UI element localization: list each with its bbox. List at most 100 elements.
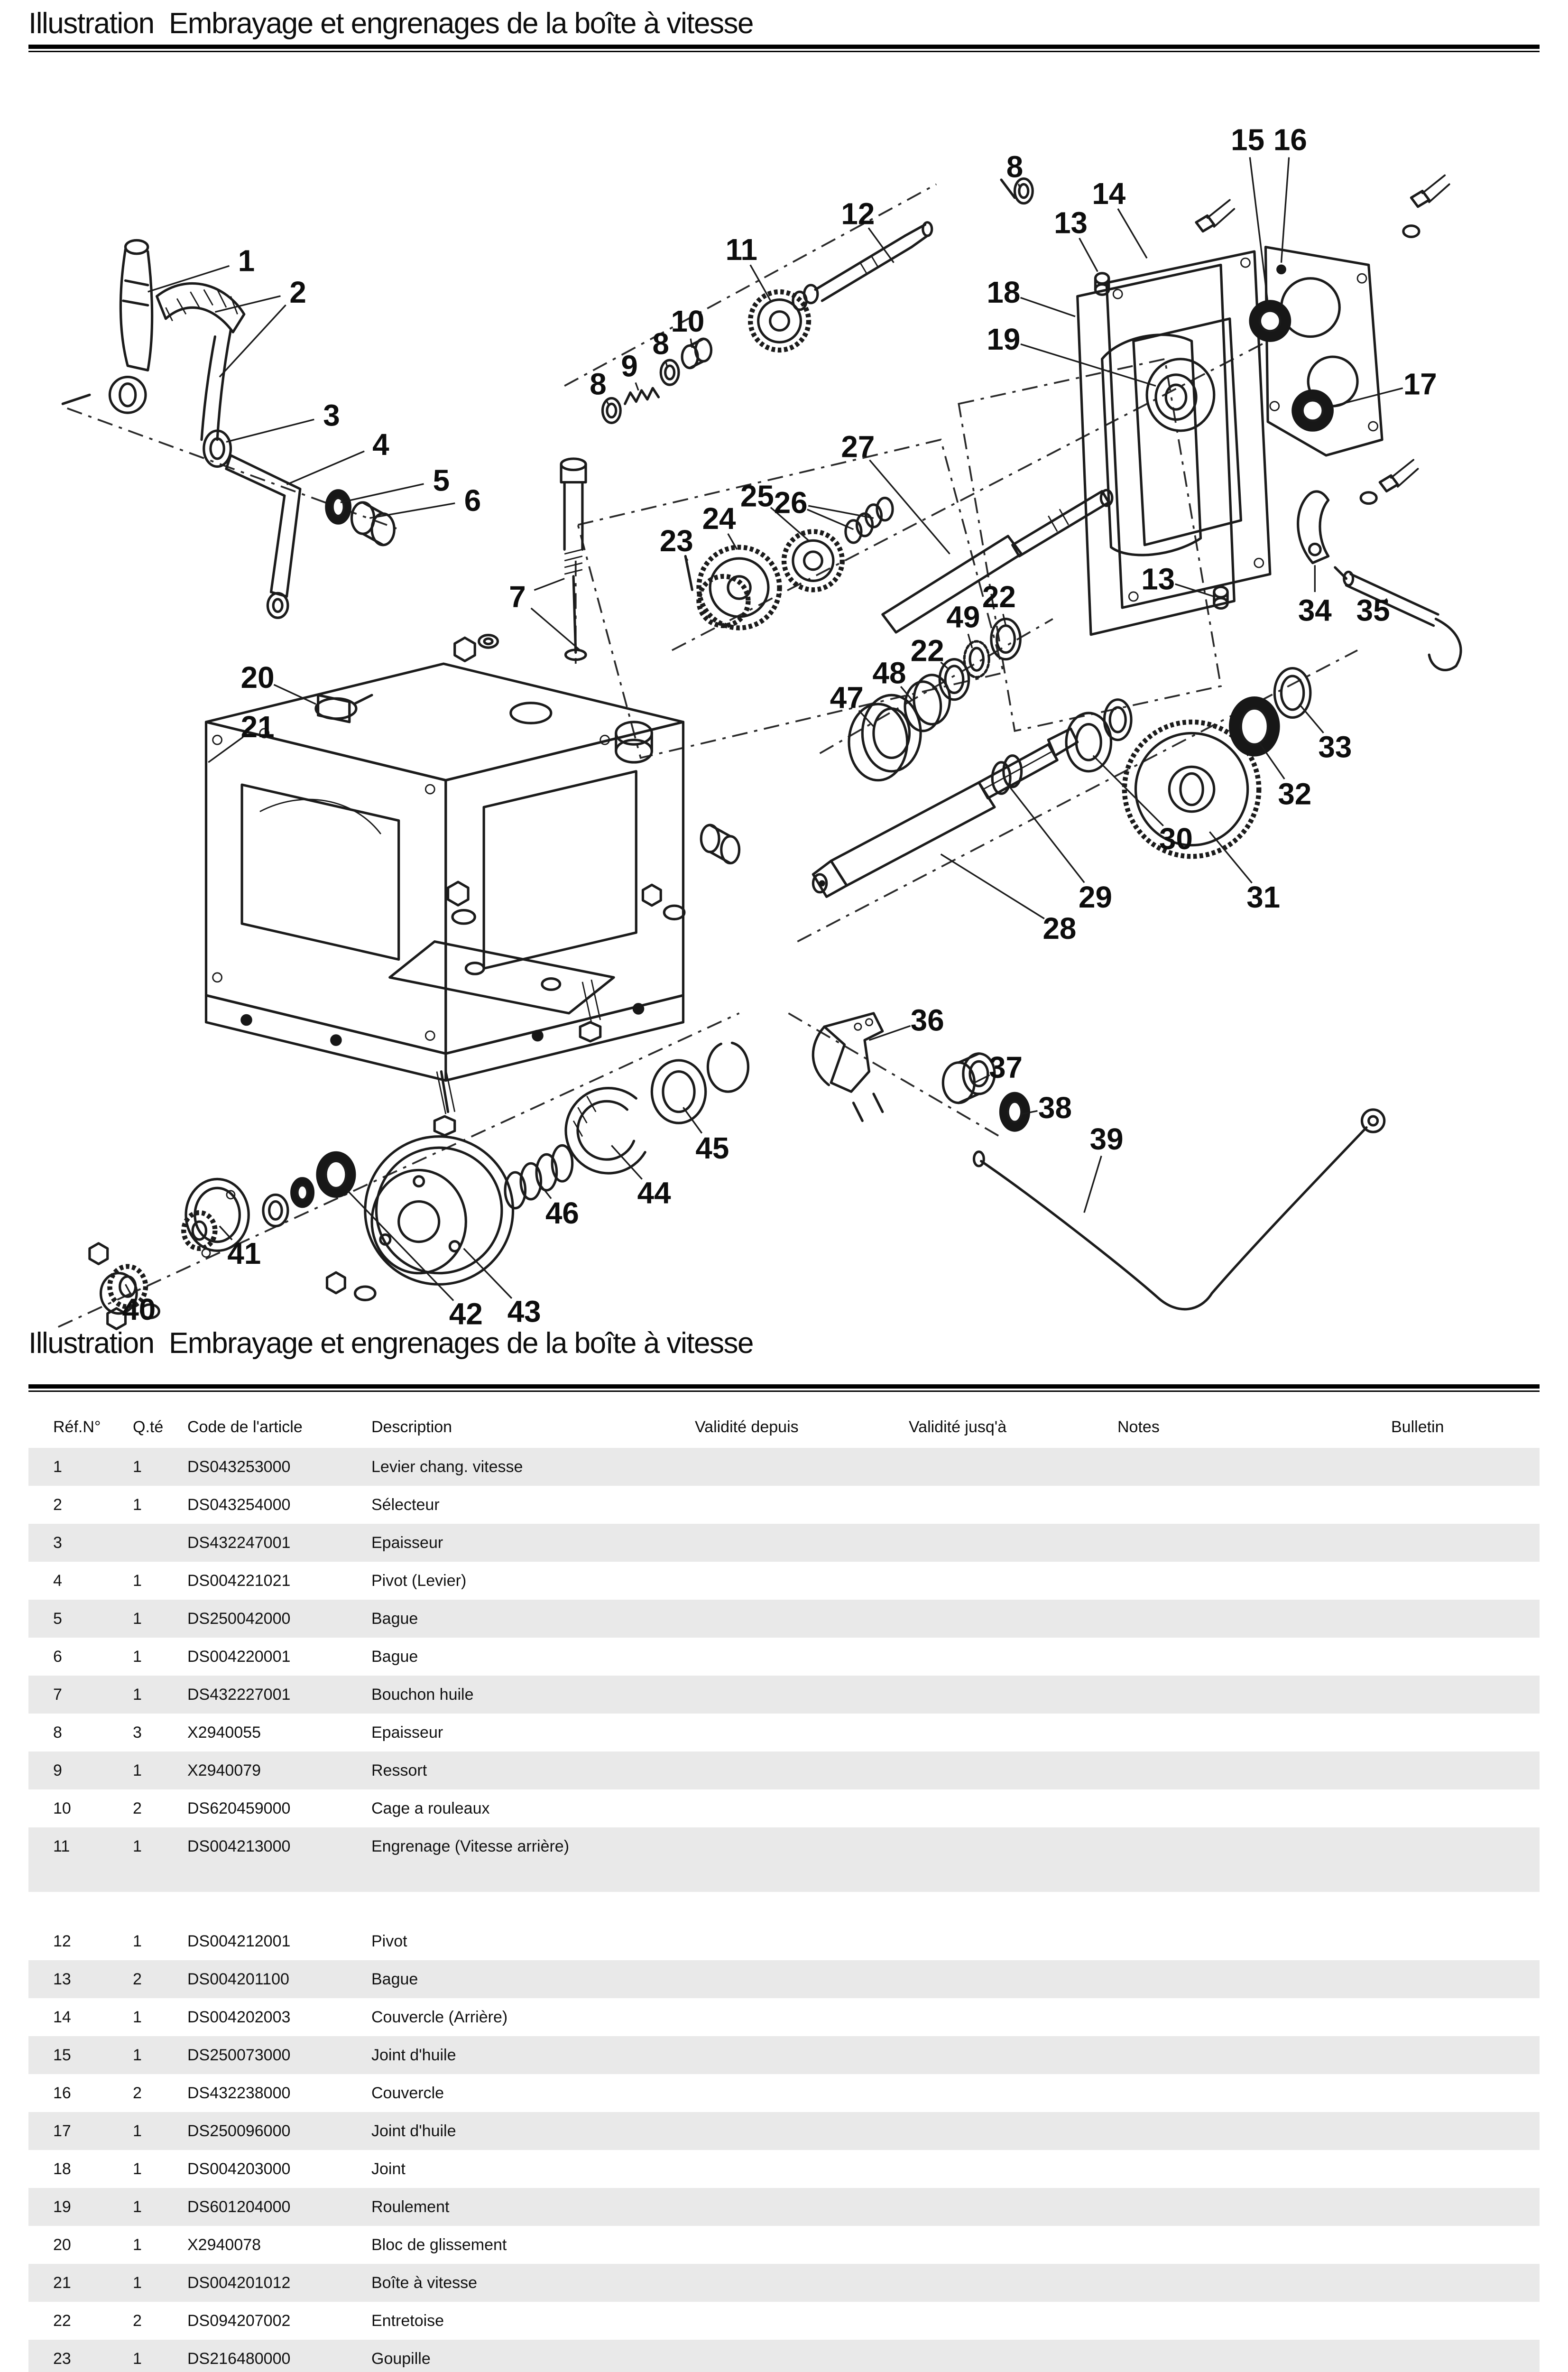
column-header-vd: Validité depuis <box>695 1418 799 1436</box>
cell-vd <box>695 1827 909 1865</box>
cell-desc: Bague <box>371 1648 418 1666</box>
leader-line <box>664 360 669 369</box>
callout-30: 30 <box>1159 822 1193 856</box>
cell-desc: Epaisseur <box>371 1723 443 1742</box>
cell-ref: 16 <box>53 2084 71 2102</box>
cell-notes <box>1117 1789 1391 1827</box>
oil-plug-group <box>453 457 587 663</box>
leader-line <box>684 556 689 561</box>
cell-bulletin <box>1391 1638 1540 1676</box>
cell-code: DS620459000 <box>187 1799 291 1817</box>
callout-4: 4 <box>372 427 389 462</box>
cell-vd <box>695 1922 909 1960</box>
leader-line <box>900 686 913 700</box>
column-header-desc: Description <box>371 1418 452 1436</box>
cell-code: DS004221021 <box>187 1572 291 1590</box>
leader-line <box>807 509 854 530</box>
selector-arm-group <box>203 429 396 619</box>
cell-notes <box>1117 1998 1391 2036</box>
cell-ref: 5 <box>53 1610 62 1628</box>
leader-line <box>219 304 286 378</box>
callout-36: 36 <box>911 1003 944 1038</box>
cell-qty: 1 <box>133 1648 142 1666</box>
callout-47: 47 <box>830 681 864 715</box>
leader-line <box>1083 1156 1102 1213</box>
cell-desc: Bague <box>371 1610 418 1628</box>
leader-line <box>967 633 973 649</box>
cell-desc: Couvercle <box>371 2084 444 2102</box>
cell-notes <box>1117 1922 1391 1960</box>
callout-7: 7 <box>509 580 526 614</box>
cell-ref: 12 <box>53 1932 71 1950</box>
cover-bolts <box>1195 174 1450 505</box>
cell-bulletin <box>1391 1922 1540 1960</box>
callout-8: 8 <box>653 326 669 361</box>
callout-24: 24 <box>702 501 736 536</box>
cell-ref: 11 <box>53 1837 70 1855</box>
callout-2: 2 <box>289 275 306 309</box>
leader-line <box>635 382 639 391</box>
cell-vj <box>909 1524 1117 1562</box>
leader-line <box>1117 208 1148 259</box>
cell-bulletin <box>1391 1751 1540 1789</box>
rear-cover-group <box>1076 174 1450 636</box>
cell-bulletin <box>1391 2036 1540 2074</box>
cell-code: DS043253000 <box>187 1458 291 1476</box>
cell-desc: Boîte à vitesse <box>371 2274 478 2292</box>
leader-line <box>346 1189 454 1301</box>
callout-18: 18 <box>987 275 1020 309</box>
leader-line <box>1007 784 1085 883</box>
leader-line <box>273 684 316 705</box>
leader-line <box>974 1074 990 1084</box>
callout-5: 5 <box>433 463 450 497</box>
leader-line <box>1209 831 1253 884</box>
column-header-notes: Notes <box>1117 1418 1160 1436</box>
cell-qty: 1 <box>133 2350 142 2368</box>
cell-ref: 15 <box>53 2046 71 2064</box>
leader-line <box>530 607 581 651</box>
leader-line <box>727 533 738 550</box>
cell-desc: Pivot <box>371 1932 407 1950</box>
callout-27: 27 <box>841 430 875 464</box>
cell-qty <box>133 1524 187 1562</box>
cell-vd <box>695 1448 909 1486</box>
shift-lever-group <box>61 239 246 441</box>
cell-ref: 23 <box>53 2350 71 2368</box>
callout-23: 23 <box>660 524 693 558</box>
cell-code: X2940079 <box>187 1761 261 1779</box>
callout-39: 39 <box>1090 1122 1124 1156</box>
clutch-group <box>88 1041 750 1330</box>
cell-vd <box>695 1998 909 2036</box>
column-header-vj: Validité jusq'à <box>909 1418 1007 1436</box>
callout-41: 41 <box>227 1236 261 1270</box>
callout-9: 9 <box>621 349 637 383</box>
cell-qty: 2 <box>133 1799 142 1817</box>
cell-vj <box>909 2188 1117 2226</box>
leader-line <box>1021 1110 1038 1115</box>
callout-8: 8 <box>1006 149 1023 184</box>
cell-ref: 14 <box>53 2008 71 2026</box>
cell-ref: 2 <box>53 1496 62 1514</box>
cell-desc: Roulement <box>371 2198 450 2216</box>
leader-line <box>148 265 230 293</box>
cell-vj <box>909 1751 1117 1789</box>
cell-ref: 19 <box>53 2198 71 2216</box>
centerlines <box>58 183 1358 1328</box>
leader-line <box>868 1025 911 1041</box>
cell-desc: Couvercle (Arrière) <box>371 2008 508 2026</box>
callout-13: 13 <box>1141 562 1175 596</box>
callout-46: 46 <box>545 1196 579 1230</box>
callout-37: 37 <box>989 1050 1023 1084</box>
cell-desc: Levier chang. vitesse <box>371 1458 523 1476</box>
cell-qty: 1 <box>133 2236 142 2254</box>
cell-code: X2940055 <box>187 1723 261 1742</box>
cell-code: DS004220001 <box>187 1648 291 1666</box>
cell-vj <box>909 2074 1117 2112</box>
